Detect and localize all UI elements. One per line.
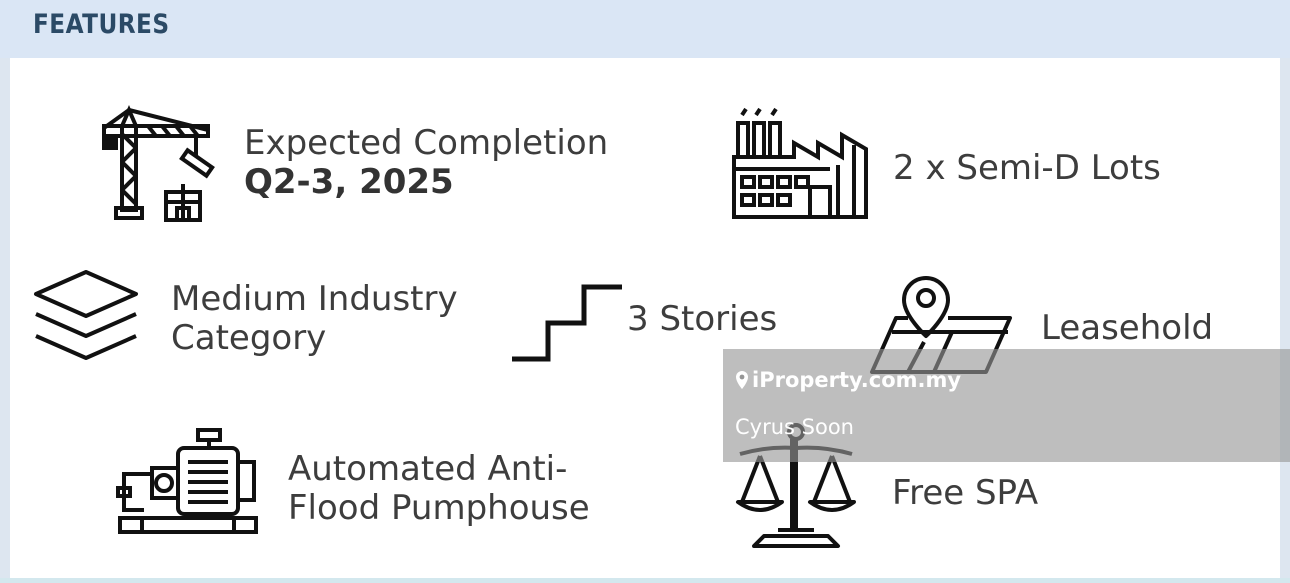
category-line1: Medium Industry xyxy=(171,279,458,319)
lots-label: 2 x Semi-D Lots xyxy=(893,148,1161,188)
tenure-label: Leasehold xyxy=(1041,308,1214,348)
pumphouse-label: Automated Anti- Flood Pumphouse xyxy=(288,450,590,528)
category-line2: Category xyxy=(171,318,327,358)
watermark-logo-text: iProperty.com.my xyxy=(752,368,962,392)
crane-icon xyxy=(100,104,222,226)
header-title: FEATURES xyxy=(33,9,170,40)
left-border xyxy=(0,0,10,583)
location-pin-icon xyxy=(736,371,748,389)
category-label: Medium Industry Category xyxy=(171,280,458,358)
layers-icon xyxy=(30,266,142,372)
completion-label: Expected Completion Q2-3, 2025 xyxy=(244,124,608,202)
pumphouse-line2: Flood Pumphouse xyxy=(288,488,590,528)
completion-title: Expected Completion xyxy=(244,123,609,163)
stories-label: 3 Stories xyxy=(627,299,778,339)
pumphouse-line1: Automated Anti- xyxy=(288,449,568,489)
watermark-agent: Cyrus Soon xyxy=(735,415,854,439)
stairs-icon xyxy=(510,283,624,363)
iproperty-watermark: iProperty.com.my Cyrus Soon xyxy=(723,349,1290,462)
bottom-strip xyxy=(0,578,1290,583)
features-header: FEATURES xyxy=(0,0,1290,58)
factory-icon xyxy=(730,105,870,223)
right-border xyxy=(1280,0,1290,583)
completion-date: Q2-3, 2025 xyxy=(244,162,454,202)
water-pump-icon xyxy=(116,426,260,540)
watermark-logo: iProperty.com.my xyxy=(735,368,961,392)
spa-label: Free SPA xyxy=(892,473,1039,513)
